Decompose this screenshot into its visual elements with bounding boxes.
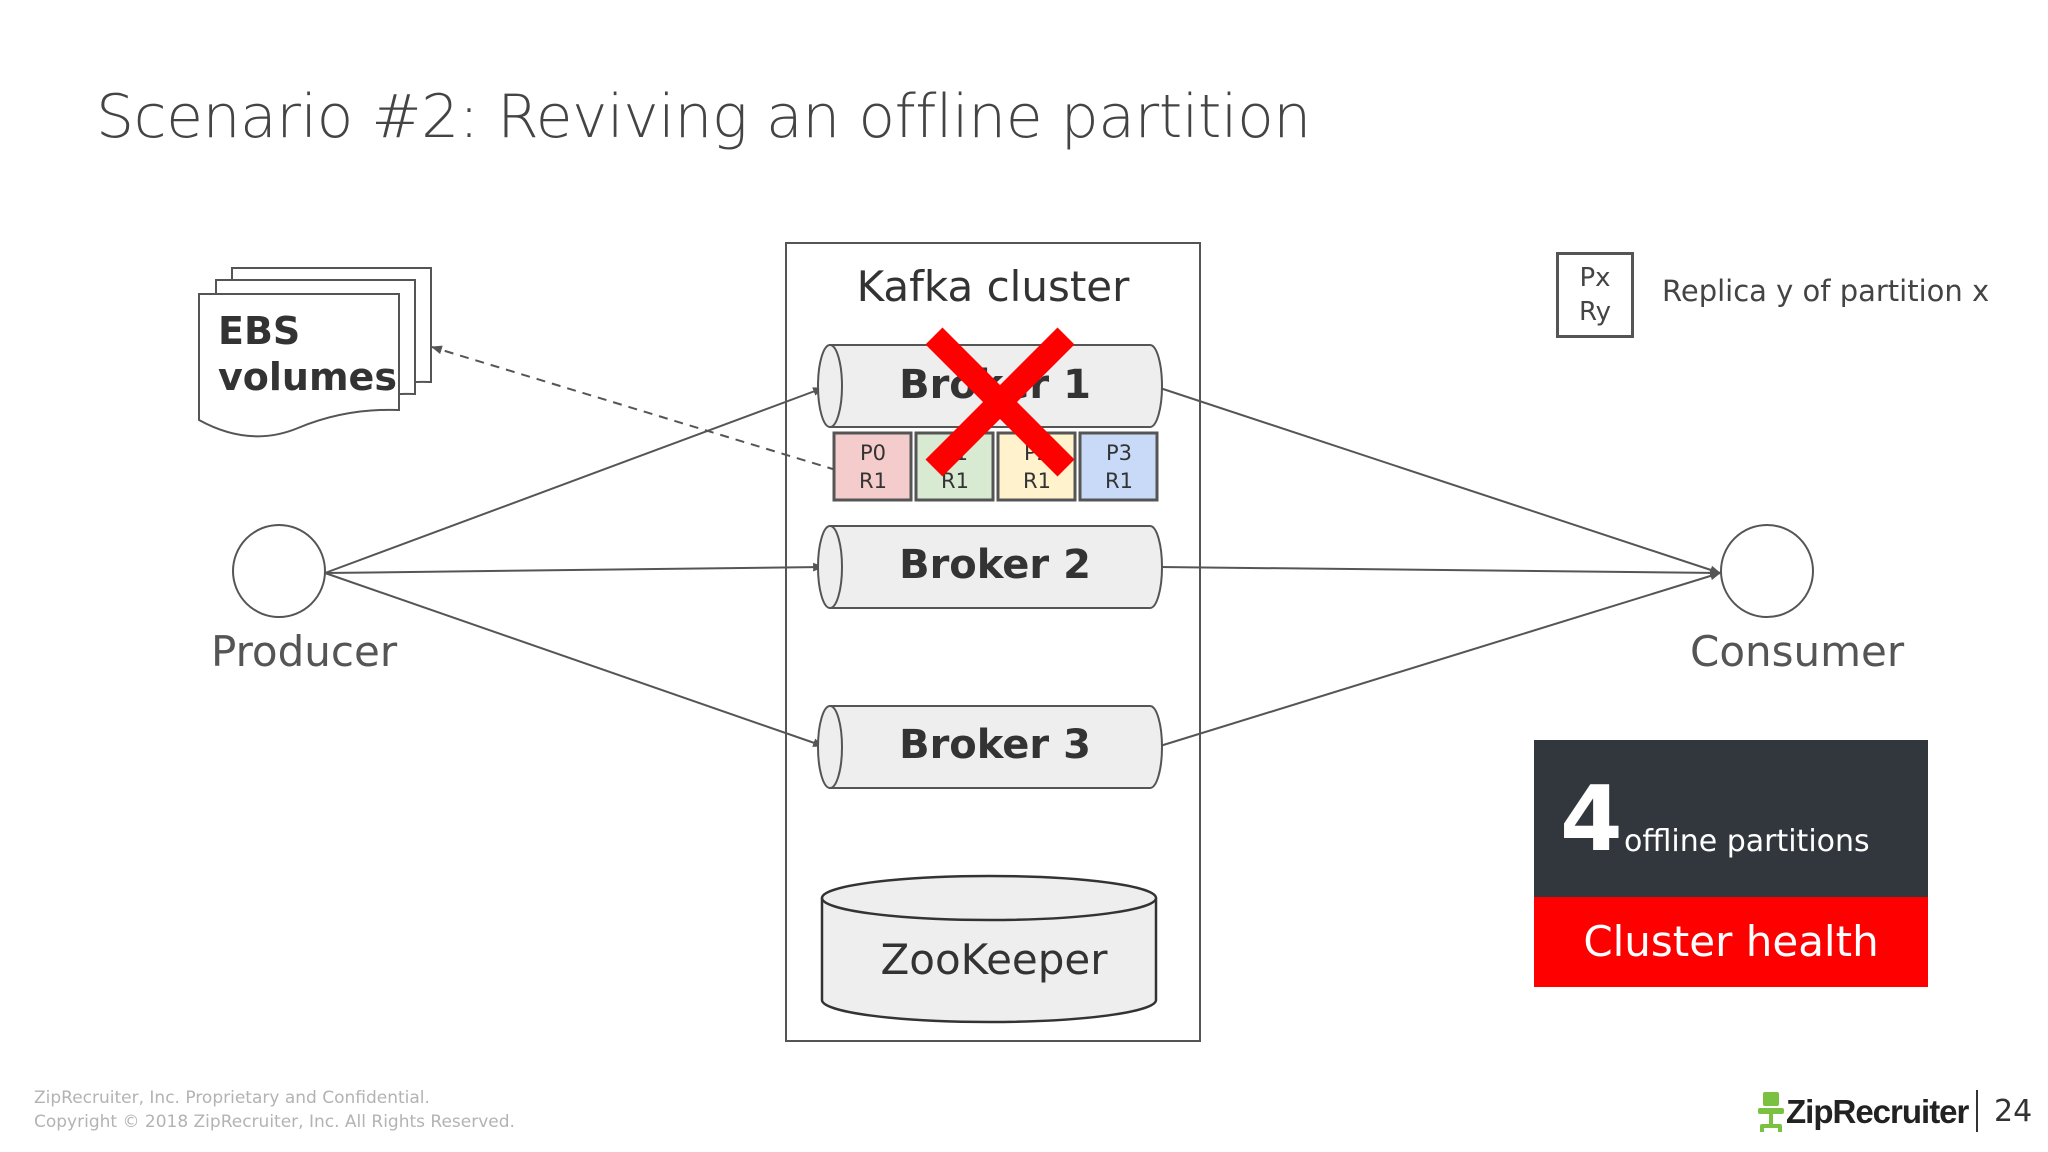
zookeeper-shape — [820, 874, 1158, 1024]
broker-failure-x-icon — [925, 327, 1075, 477]
ebs-volumes-icon — [198, 267, 432, 438]
ebs-backup-dashed-arrow — [430, 345, 837, 471]
broker-3-label: Broker 3 — [899, 722, 1091, 768]
legend-box: Px Ry — [1556, 252, 1634, 338]
chair-logo-icon — [1758, 1092, 1784, 1132]
slide-title: Scenario #2: Reviving an offline partiti… — [96, 82, 1311, 152]
partition-p0-replica: R1 — [859, 469, 887, 493]
kafka-cluster-box — [785, 242, 1201, 1042]
producer-node — [232, 524, 326, 618]
partition-box-p0 — [832, 431, 913, 502]
consumer-node — [1720, 524, 1814, 618]
legend-ry: Ry — [1578, 297, 1612, 327]
producer-to-broker-3-arrow — [324, 572, 825, 747]
page-number: 24 — [1994, 1094, 2033, 1129]
producer-to-broker-1-arrow — [324, 387, 825, 574]
broker-3-shape — [817, 705, 1163, 789]
partition-label-p3: P3 R1 — [1080, 439, 1158, 495]
producer-label: Producer — [211, 627, 398, 676]
footer-copyright: ZipRecruiter, Inc. Proprietary and Confi… — [34, 1086, 515, 1134]
ebs-volumes-label: EBS volumes — [218, 308, 397, 400]
legend-px: Px — [1579, 263, 1611, 293]
offline-partition-count: 4 — [1560, 767, 1623, 872]
kafka-cluster-label: Kafka cluster — [856, 262, 1130, 311]
partition-p3-name: P3 — [1105, 441, 1133, 465]
producer-to-broker-2-arrow — [324, 562, 825, 574]
page-number-separator — [1976, 1090, 1978, 1132]
broker-1-to-consumer-arrow — [1159, 387, 1722, 575]
zookeeper-label: ZooKeeper — [880, 935, 1108, 984]
cluster-health-label: Cluster health — [1534, 897, 1928, 987]
partition-p0-name: P0 — [859, 441, 887, 465]
partition-label-p0: P0 R1 — [834, 439, 912, 495]
partition-boxes — [832, 431, 1159, 502]
ebs-label-line1: EBS — [218, 309, 301, 353]
footer-line1: ZipRecruiter, Inc. Proprietary and Confi… — [34, 1088, 430, 1108]
consumer-label: Consumer — [1690, 627, 1905, 676]
partition-box-p3 — [1078, 431, 1159, 502]
logo-wordmark: ZipRecruiter — [1786, 1093, 1969, 1130]
broker-3-to-consumer-arrow — [1159, 571, 1722, 747]
producer-connections — [324, 387, 825, 747]
partition-p2-replica: R1 — [1023, 469, 1051, 493]
ziprecruiter-logo: ZipRecruiter — [1756, 1092, 1969, 1132]
broker-2-shape — [817, 525, 1163, 609]
footer-line2: Copyright © 2018 ZipRecruiter, Inc. All … — [34, 1112, 515, 1132]
broker-2-to-consumer-arrow — [1159, 566, 1722, 578]
consumer-connections — [1159, 387, 1722, 747]
ebs-label-line2: volumes — [218, 355, 397, 399]
offline-partition-text: offline partitions — [1624, 824, 1870, 859]
health-panel-top — [1534, 740, 1928, 897]
broker-2-label: Broker 2 — [899, 542, 1091, 588]
partition-p3-replica: R1 — [1105, 469, 1133, 493]
legend-description: Replica y of partition x — [1662, 274, 1990, 308]
